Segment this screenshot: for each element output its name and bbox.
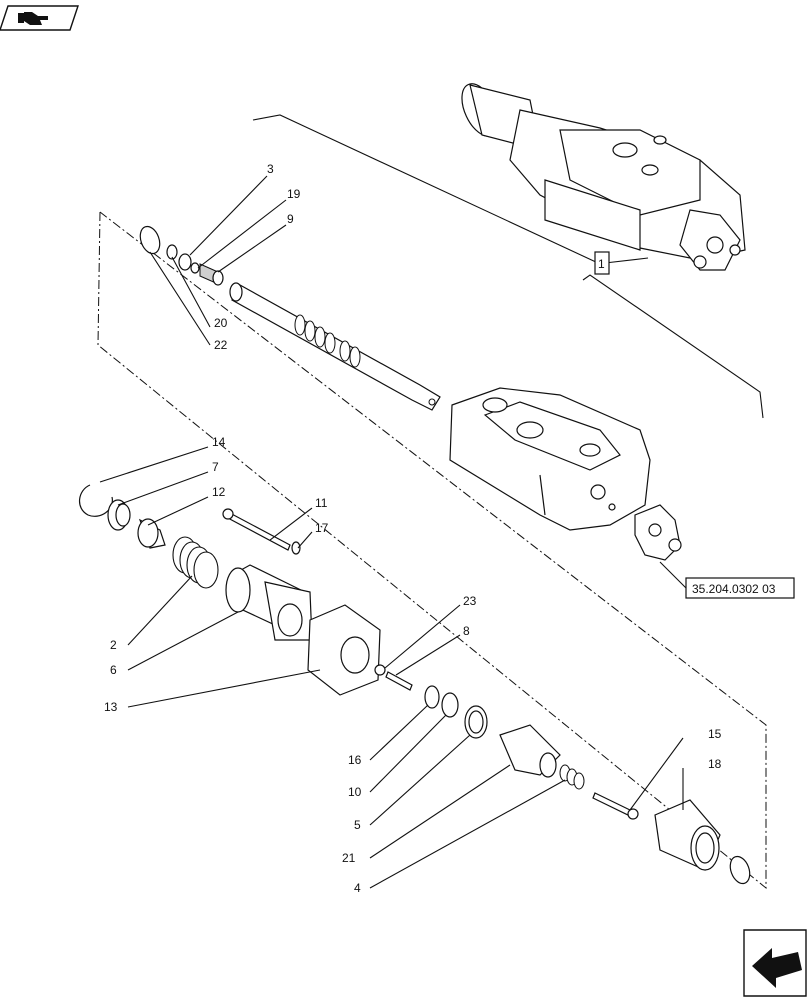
callout-15: 15 — [708, 727, 722, 741]
spool-illustration — [229, 282, 441, 411]
callout-18: 18 — [708, 757, 722, 771]
top-nav-button[interactable] — [0, 5, 79, 31]
arrow-left-icon — [752, 948, 802, 988]
valve-section-body — [449, 387, 651, 531]
cross-ref-leader — [659, 561, 687, 589]
callout-leaders — [99, 175, 684, 889]
callout-3: 3 — [267, 162, 274, 176]
callout-21: 21 — [342, 851, 356, 865]
callout-9: 9 — [287, 212, 294, 226]
callout-8: 8 — [463, 624, 470, 638]
callout-7: 7 — [212, 460, 219, 474]
reference-leader-lines — [252, 114, 764, 419]
callout-16: 16 — [348, 753, 362, 767]
callout-4: 4 — [354, 881, 361, 895]
callout-22: 22 — [214, 338, 228, 352]
callout-17: 17 — [315, 521, 329, 535]
callout-14: 14 — [212, 435, 226, 449]
seal-rings-top — [139, 225, 224, 286]
bottom-nav-button[interactable] — [743, 929, 807, 997]
callout-5: 5 — [354, 818, 361, 832]
callout-labels: 3 19 9 20 22 14 7 12 11 17 2 6 13 23 8 1… — [104, 162, 722, 895]
callout-12: 12 — [212, 485, 226, 499]
reference-box[interactable]: 1 — [594, 251, 610, 275]
dashed-outline — [97, 211, 767, 890]
callout-19: 19 — [287, 187, 301, 201]
callout-6: 6 — [110, 663, 117, 677]
callout-13: 13 — [104, 700, 118, 714]
lower-exploded-parts — [79, 484, 751, 885]
callout-11: 11 — [315, 496, 328, 510]
callout-23: 23 — [463, 594, 477, 608]
callout-10: 10 — [348, 785, 362, 799]
assembled-valve-illustration — [461, 83, 746, 271]
cross-ref-component — [634, 504, 682, 561]
hand-pointer-icon — [18, 12, 48, 25]
cross-reference-box[interactable]: 35.204.0302 03 — [685, 577, 795, 599]
cross-reference-label: 35.204.0302 03 — [692, 582, 776, 596]
reference-box-label: 1 — [598, 257, 605, 271]
callout-2: 2 — [110, 638, 117, 652]
callout-20: 20 — [214, 316, 228, 330]
